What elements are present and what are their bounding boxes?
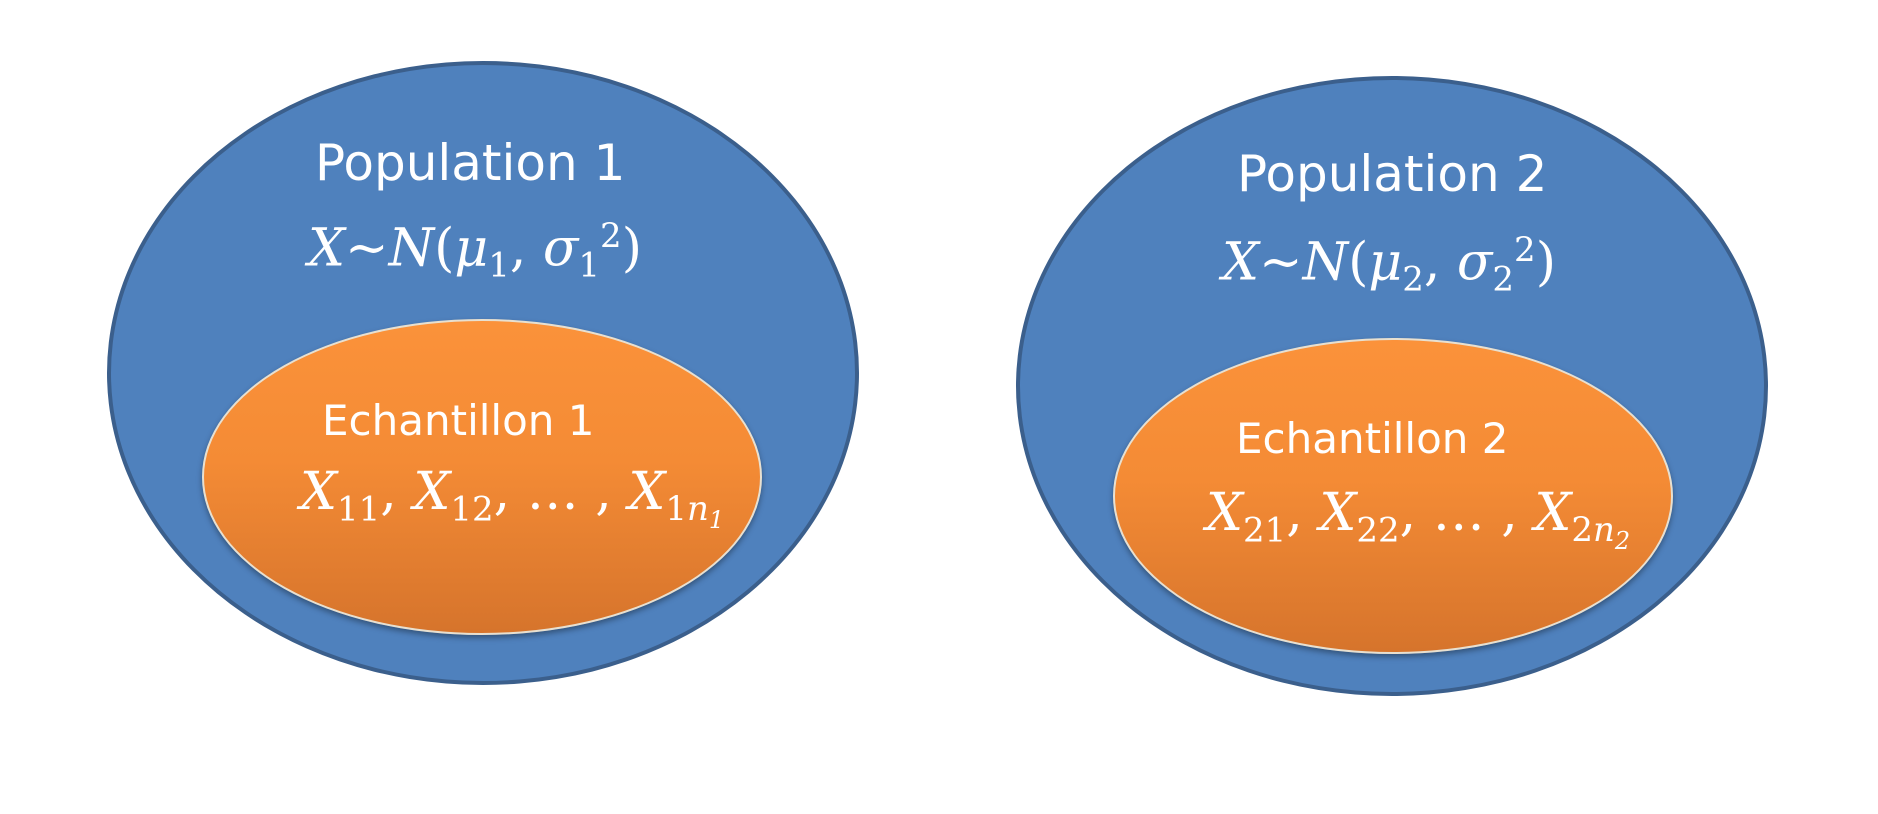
sample-2-sequence: X21, X22, … , X2n2 <box>1206 483 1631 556</box>
sample-2-ellipse <box>1113 338 1673 654</box>
population-1-title: Population 1 <box>315 134 626 192</box>
sample-1-title: Echantillon 1 <box>322 396 595 445</box>
sample-1-sequence: X11, X12, … , X1n1 <box>300 462 725 535</box>
sample-1-ellipse <box>202 319 762 635</box>
sample-2-title: Echantillon 2 <box>1236 414 1509 463</box>
population-1-distribution: X~N(μ1, σ12) <box>308 216 642 286</box>
population-2-title: Population 2 <box>1237 145 1548 203</box>
population-2-distribution: X~N(μ2, σ22) <box>1222 230 1556 300</box>
